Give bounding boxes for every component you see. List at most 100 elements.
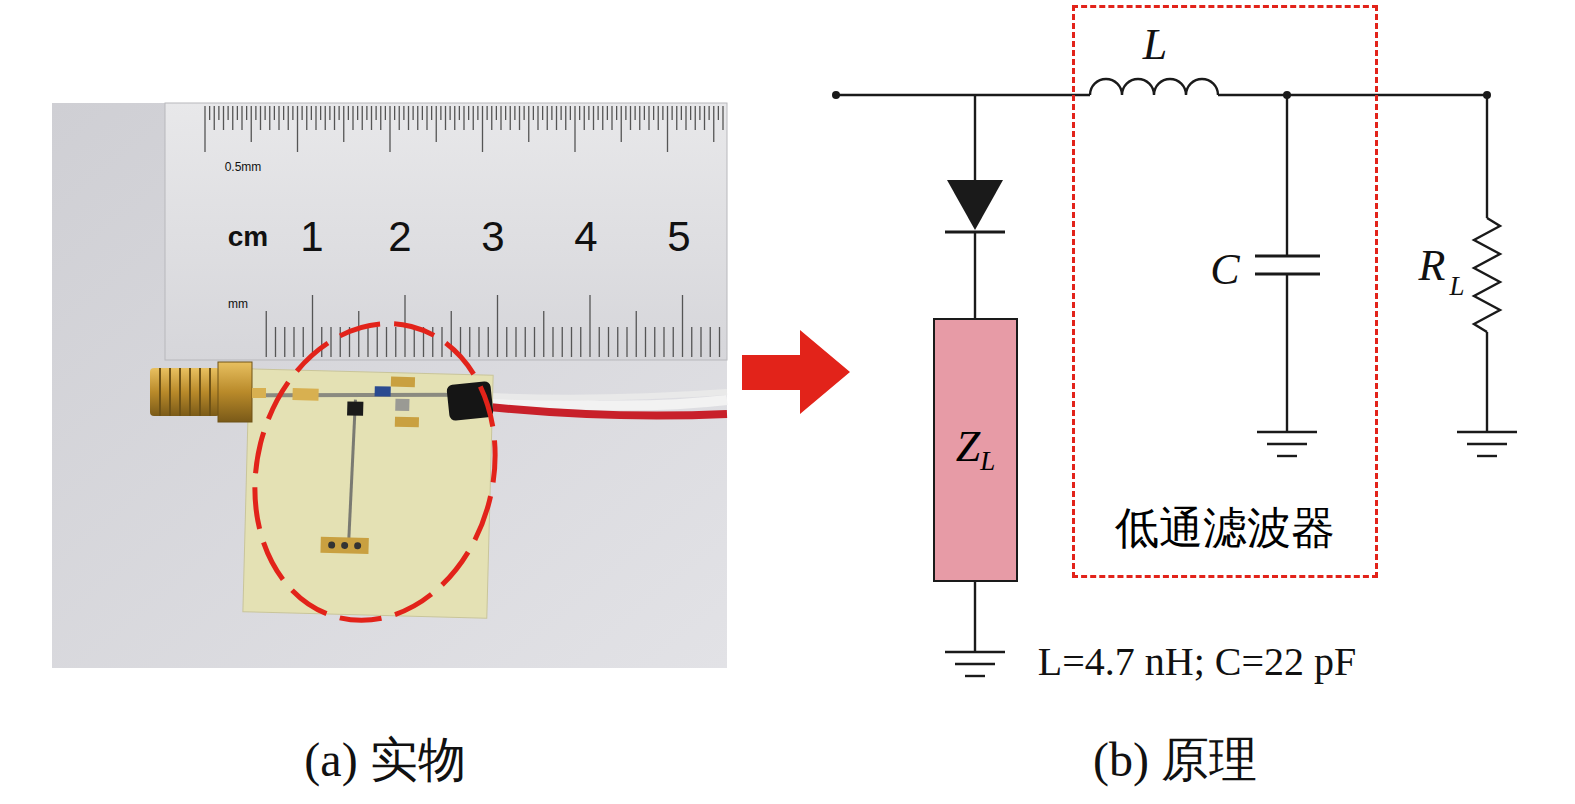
- ruler-tick: [556, 106, 557, 130]
- ruler-tick: [644, 106, 645, 120]
- ruler-tick: [653, 106, 654, 120]
- ruler-tick: [486, 106, 487, 120]
- impedance-symbol: Z: [956, 422, 980, 471]
- ruler-tick: [375, 106, 376, 120]
- ruler-tick: [574, 106, 575, 152]
- wire: [1486, 95, 1488, 218]
- pcb-pad: [292, 388, 318, 401]
- ruler-tick: [708, 106, 709, 120]
- ruler-tick: [251, 106, 252, 142]
- ruler-tick: [478, 327, 479, 357]
- ruler-tick: [293, 327, 294, 357]
- ruler-tick: [477, 106, 478, 120]
- ruler-tick: [218, 106, 219, 120]
- inductor-symbol: [1090, 79, 1218, 95]
- ruler-tick: [667, 106, 668, 152]
- ruler-tick: [380, 106, 381, 130]
- ruler-tick: [611, 106, 612, 130]
- ground-symbol: [1457, 432, 1517, 456]
- ruler-tick: [552, 327, 553, 357]
- wire: [974, 582, 976, 652]
- pcb-pad: [391, 377, 415, 388]
- ruler-tick: [515, 327, 516, 357]
- photo-background: [52, 103, 727, 668]
- ruler-tick: [482, 106, 483, 152]
- wire: [835, 94, 1090, 96]
- ruler-tick: [500, 106, 501, 130]
- component-label: R: [1419, 244, 1446, 288]
- ruler-tick: [533, 106, 534, 120]
- ruler-tick: [227, 106, 228, 120]
- caption-text: (b) 原理: [1093, 736, 1257, 784]
- ruler-tick: [676, 106, 677, 130]
- ruler-tick: [634, 106, 635, 120]
- junction-dot: [1283, 91, 1291, 99]
- ruler-tick: [599, 327, 600, 357]
- ruler-tick: [204, 106, 205, 152]
- ruler-tick: [519, 106, 520, 130]
- ruler-tick: [283, 106, 284, 120]
- ruler-tick: [422, 106, 423, 120]
- ruler-tick: [713, 106, 714, 142]
- ruler-tick: [214, 106, 215, 130]
- ruler-tick: [496, 106, 497, 120]
- wire: [974, 95, 976, 180]
- ruler-tick: [426, 106, 427, 130]
- ruler-tick: [589, 295, 590, 357]
- wire: [1286, 95, 1288, 256]
- ruler-tick: [510, 106, 511, 130]
- diode-part: [347, 401, 363, 415]
- ruler-text: 3: [481, 216, 504, 258]
- ruler-tick: [386, 327, 387, 357]
- node-text: 低通滤波器: [1115, 507, 1335, 551]
- ruler-tick: [266, 311, 267, 357]
- ruler-tick: [338, 106, 339, 120]
- ruler-tick: [436, 106, 437, 142]
- terminal-dot: [1483, 91, 1491, 99]
- ruler-tick: [699, 106, 700, 120]
- ruler-tick: [663, 327, 664, 357]
- ruler-tick: [255, 106, 256, 120]
- ruler-tick: [719, 327, 720, 357]
- ruler-tick: [584, 106, 585, 130]
- ruler-tick: [334, 106, 335, 130]
- ruler-tick: [704, 106, 705, 130]
- ruler-tick: [588, 106, 589, 120]
- component-label: L: [1143, 23, 1167, 67]
- ruler-tick: [543, 311, 544, 357]
- capacitor-plate: [1255, 255, 1320, 258]
- ruler-tick: [432, 327, 433, 357]
- diode-bar: [945, 231, 1005, 234]
- ruler-tick: [312, 295, 313, 357]
- ruler-tick: [682, 295, 683, 357]
- ruler-tick: [673, 327, 674, 357]
- region-title: 低通滤波器: [1115, 504, 1335, 553]
- sma-thread-lines: [160, 368, 210, 416]
- wire: [974, 232, 976, 318]
- pcb-trace: [349, 400, 356, 540]
- component-label: L: [1449, 273, 1464, 300]
- ruler-tick: [497, 295, 498, 357]
- ruler-tick: [468, 106, 469, 120]
- ruler-tick: [542, 106, 543, 120]
- ground-symbol: [1257, 432, 1317, 456]
- ruler-tick: [645, 327, 646, 357]
- ruler-tick: [700, 327, 701, 357]
- sma-connector: [150, 362, 266, 422]
- ruler-tick: [340, 327, 341, 357]
- inductor-part: [375, 386, 391, 396]
- ruler-tick: [329, 106, 330, 120]
- ruler-tick: [547, 106, 548, 130]
- ruler-tick: [301, 106, 302, 120]
- node-text: ZL: [956, 425, 996, 475]
- caption-text: (a) 实物: [304, 736, 465, 784]
- ruler-tick: [537, 106, 538, 130]
- ruler-tick: [408, 106, 409, 130]
- ruler-tick: [491, 106, 492, 130]
- pcb-via: [341, 542, 348, 549]
- ruler-tick: [377, 327, 378, 357]
- ruler-tick: [525, 327, 526, 357]
- ruler-tick: [473, 106, 474, 130]
- impedance-subscript: L: [980, 446, 995, 476]
- ruler-tick: [358, 311, 359, 357]
